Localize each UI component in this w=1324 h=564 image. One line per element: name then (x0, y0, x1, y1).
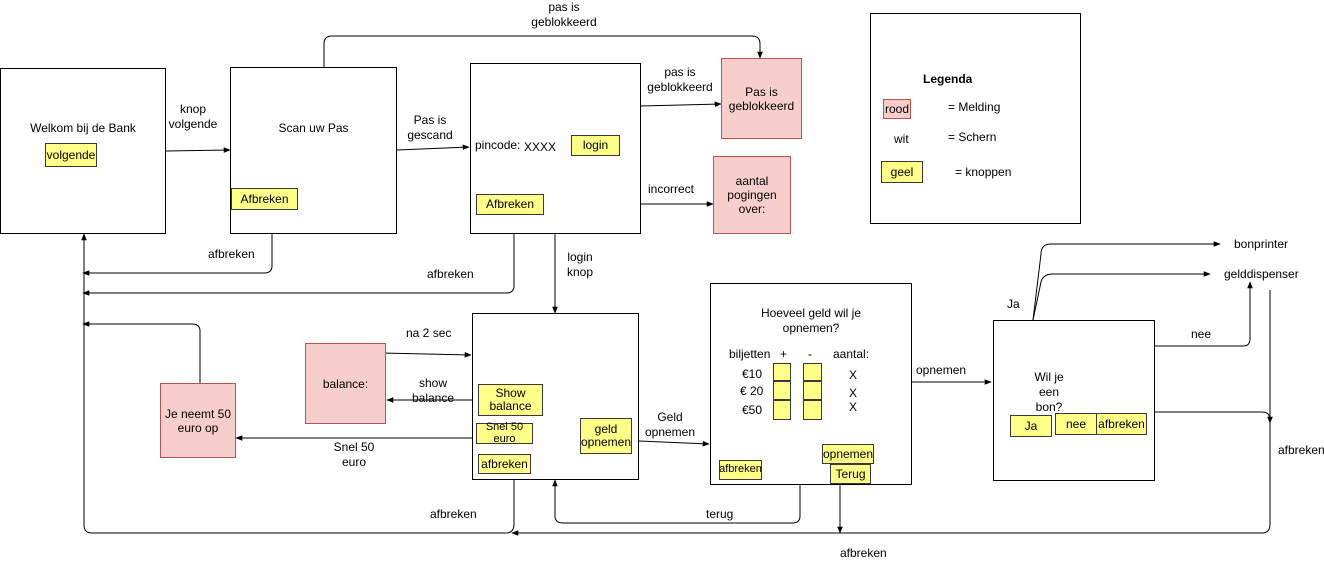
edge-fast50-back (82, 321, 201, 383)
edge-cancel-menu (81, 233, 515, 534)
edge-cancel-pin (82, 234, 515, 296)
label-scanned: Pas is gescand (407, 113, 453, 142)
count-50: X (849, 400, 858, 414)
legend-screen-meaning: = Schern (948, 130, 997, 144)
show-balance-button[interactable]: Show balance (478, 384, 543, 416)
label-after2: na 2 sec (406, 326, 452, 340)
col-amount-header: aantal: (833, 347, 870, 361)
edge-yes-dispenser (1032, 271, 1211, 321)
edge-withdraw (638, 440, 710, 447)
pin-cancel-button[interactable]: Afbreken (476, 194, 544, 215)
count-20: X (849, 386, 858, 400)
login-button[interactable]: login (571, 135, 620, 156)
label-cancel-bottom: afbreken (840, 546, 887, 560)
receipt-screen: Wil je een bon? Ja nee afbreken (993, 320, 1155, 481)
legend-button-meaning: = knoppen (955, 165, 1012, 179)
label-cancel-receipt: afbreken (1278, 443, 1324, 457)
label-next: knop volgende (168, 102, 218, 131)
edge-next (165, 147, 231, 153)
label-cancel-menu: afbreken (430, 507, 477, 521)
legend-message-meaning: = Melding (948, 100, 1001, 114)
edge-blocked-top (323, 35, 763, 68)
welcome-title: Welkom bij de Bank (30, 121, 136, 135)
minus-10-button[interactable] (803, 363, 822, 381)
col-minus-header: - (808, 347, 812, 361)
menu-cancel-button[interactable]: afbreken (478, 454, 531, 474)
withdraw-screen: Hoeveel geld wil je opnemen? biljetten +… (710, 283, 912, 485)
balance-message: balance: (305, 343, 386, 424)
withdraw-question: Hoeveel geld wil je opnemen? (760, 306, 862, 335)
label-withdraw-go: opnemen (916, 363, 967, 377)
legend-message-sample: rood (883, 99, 911, 119)
row-label-10: €10 (742, 367, 763, 381)
edge-no (1155, 281, 1253, 347)
edge-after2 (380, 352, 472, 358)
col-plus-header: + (780, 347, 788, 361)
fast50-button[interactable]: Snel 50 euro (476, 421, 533, 444)
label-show-balance: show balance (411, 376, 455, 405)
pin-value: XXXX (524, 140, 557, 154)
scan-title: Scan uw Pas (278, 121, 349, 135)
receipt-no-button[interactable]: nee (1055, 413, 1097, 435)
row-label-50: €50 (742, 403, 763, 417)
withdraw-cancel-button[interactable]: afbreken (719, 460, 762, 480)
edge-blocked-right (640, 101, 722, 107)
edge-scanned (396, 144, 470, 151)
scan-cancel-button[interactable]: Afbreken (231, 188, 298, 210)
withdraw-confirm-button[interactable]: opnemen (822, 444, 874, 464)
blocked-message: Pas is geblokkeerd (721, 58, 802, 139)
plus-20-button[interactable] (773, 381, 791, 400)
label-cancel-scan: afbreken (208, 247, 255, 261)
printer-label: bonprinter (1234, 237, 1289, 251)
label-back: terug (706, 507, 734, 521)
receipt-cancel-button[interactable]: afbreken (1096, 413, 1147, 435)
receipt-question: Wil je een bon? (1034, 370, 1064, 414)
welcome-screen: Welkom bij de Bank volgende (0, 68, 166, 234)
back-button[interactable]: Terug (830, 464, 871, 484)
minus-50-button[interactable] (803, 400, 822, 420)
legend-button-sample: geel (881, 161, 923, 183)
col-notes-header: biljetten (729, 347, 771, 361)
edge-cancel-scan (82, 234, 273, 276)
plus-10-button[interactable] (773, 363, 791, 381)
edge-yes-printer (1032, 241, 1221, 321)
withdraw-button[interactable]: geld opnemen (580, 418, 632, 454)
edge-back (552, 479, 801, 524)
row-label-20: € 20 (740, 384, 764, 398)
plus-50-button[interactable] (773, 400, 791, 420)
label-withdraw: Geld opnemen (644, 410, 696, 439)
edge-cancel-receipt (511, 411, 1271, 536)
count-10: X (849, 368, 858, 382)
fast50-message: Je neemt 50 euro op (160, 383, 236, 458)
label-login: login knop (566, 250, 594, 279)
label-incorrect: incorrect (648, 182, 695, 196)
attempts-message: aantal pogingen over: (713, 156, 791, 234)
label-no: nee (1191, 327, 1212, 341)
pin-screen: pincode: XXXX login Afbreken (470, 63, 641, 234)
menu-screen: Show balance Snel 50 euro afbreken geld … (472, 313, 639, 480)
label-fast50: Snel 50 euro (333, 440, 375, 469)
label-blocked-top: pas is geblokkeerd (531, 0, 597, 29)
pin-label: pincode: (475, 138, 521, 152)
scan-screen: Scan uw Pas Afbreken (230, 67, 397, 234)
label-yes: Ja (1007, 297, 1020, 311)
next-button[interactable]: volgende (45, 143, 97, 167)
dispenser-label: gelddispenser (1224, 267, 1299, 281)
receipt-yes-button[interactable]: Ja (1010, 415, 1052, 437)
legend-screen-sample: wit (894, 132, 909, 146)
label-blocked-right: pas is geblokkeerd (647, 65, 713, 94)
legend-box: Legenda rood = Melding wit = Schern geel… (870, 13, 1081, 224)
legend-title: Legenda (923, 72, 973, 86)
label-cancel-pin: afbreken (427, 267, 474, 281)
minus-20-button[interactable] (803, 381, 822, 400)
